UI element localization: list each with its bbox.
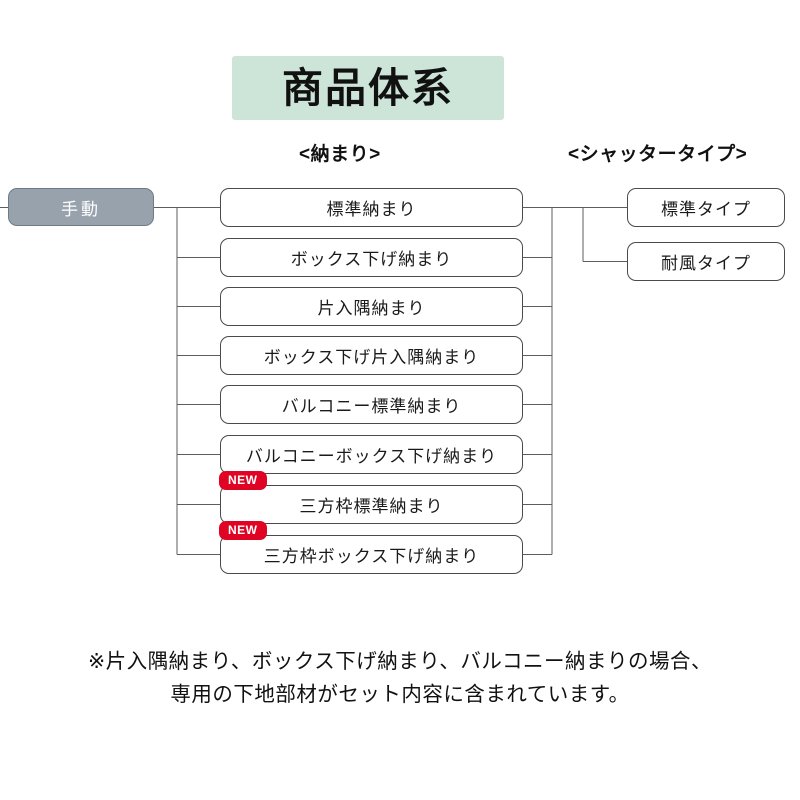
footnote-line-2: 専用の下地部材がセット内容に含まれています。	[170, 683, 630, 706]
osamari-node-2[interactable]: ボックス下げ納まり	[220, 238, 523, 277]
page-title: 商品体系	[282, 64, 454, 111]
osamari-node-3[interactable]: 片入隅納まり	[220, 287, 523, 326]
shutter-node-1[interactable]: 標準タイプ	[627, 188, 785, 227]
osamari-node-label: バルコニー標準納まり	[281, 397, 462, 416]
shutter-node-2[interactable]: 耐風タイプ	[627, 242, 785, 281]
osamari-node-label: 片入隅納まり	[317, 299, 426, 318]
osamari-node-label: ボックス下げ納まり	[290, 250, 453, 269]
shutter-node-label: 耐風タイプ	[661, 254, 751, 273]
osamari-node-1[interactable]: 標準納まり	[220, 188, 523, 227]
osamari-node-7[interactable]: NEW 三方枠標準納まり	[219, 471, 523, 524]
footnote-line-1: ※片入隅納まり、ボックス下げ納まり、バルコニー納まりの場合、	[87, 650, 712, 673]
osamari-node-label: 三方枠ボックス下げ納まり	[263, 547, 480, 566]
root-node-label: 手動	[61, 199, 101, 219]
shutter-node-label: 標準タイプ	[661, 200, 751, 219]
osamari-node-label: ボックス下げ片入隅納まり	[263, 348, 480, 367]
osamari-node-label: 標準納まり	[326, 200, 417, 219]
column-header-osamari: <納まり>	[299, 144, 381, 165]
new-badge: NEW	[219, 521, 267, 540]
osamari-node-label: バルコニーボックス下げ納まり	[245, 447, 498, 466]
page-title-band: 商品体系	[232, 56, 504, 120]
footnote: ※片入隅納まり、ボックス下げ納まり、バルコニー納まりの場合、 専用の下地部材がセ…	[0, 645, 800, 711]
column-header-shutter: <シャッタータイプ>	[568, 144, 748, 165]
new-badge: NEW	[219, 471, 267, 490]
osamari-node-4[interactable]: ボックス下げ片入隅納まり	[220, 336, 523, 375]
osamari-node-5[interactable]: バルコニー標準納まり	[220, 385, 523, 424]
osamari-node-8[interactable]: NEW 三方枠ボックス下げ納まり	[219, 521, 523, 574]
osamari-node-label: 三方枠標準納まり	[299, 497, 444, 516]
root-node-manual[interactable]: 手動	[8, 188, 154, 226]
osamari-node-6[interactable]: バルコニーボックス下げ納まり	[220, 435, 523, 474]
